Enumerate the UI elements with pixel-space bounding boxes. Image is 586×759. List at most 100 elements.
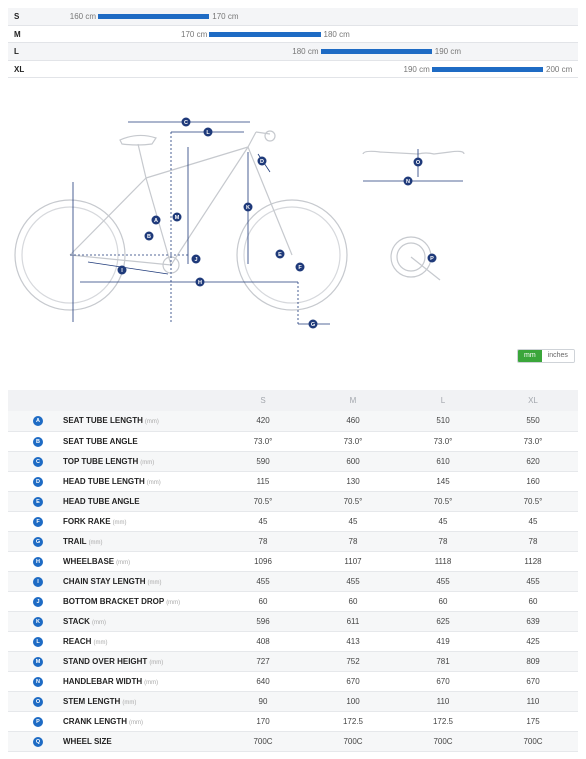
svg-text:C: C [184, 120, 188, 126]
value-cell: 78 [398, 531, 488, 552]
diagram-marker-j: J [191, 254, 201, 264]
row-letter-cell: K [8, 611, 63, 632]
row-letter-cell: O [8, 691, 63, 712]
measure-label: HEAD TUBE LENGTH [63, 476, 145, 486]
row-letter-cell: G [8, 531, 63, 552]
measure-unit: (mm) [88, 539, 103, 546]
unit-mm-button[interactable]: mm [518, 350, 542, 362]
measure-label-cell: FORK RAKE(mm) [63, 511, 218, 532]
row-letter-cell: N [8, 671, 63, 692]
value-cell: 115 [218, 471, 308, 492]
size-max-height: 200 cm [546, 64, 573, 74]
value-cell: 600 [308, 451, 398, 472]
measure-label: SEAT TUBE ANGLE [63, 436, 138, 446]
value-cell: 73.0° [218, 431, 308, 452]
size-label: M [14, 29, 21, 39]
measure-label: STACK [63, 616, 90, 626]
value-cell: 419 [398, 631, 488, 652]
letter-badge: G [33, 536, 43, 547]
header-letter [8, 390, 63, 411]
header-size-l: L [398, 390, 488, 411]
value-cell: 45 [218, 511, 308, 532]
row-letter-cell: I [8, 571, 63, 592]
value-cell: 110 [398, 691, 488, 712]
size-max-height: 180 cm [323, 29, 350, 39]
row-letter-cell: L [8, 631, 63, 652]
diagram-marker-h: H [195, 277, 205, 287]
letter-badge: M [33, 656, 43, 667]
value-cell: 670 [398, 671, 488, 692]
letter-badge: B [33, 436, 43, 447]
measure-label: FORK RAKE [63, 516, 111, 526]
letter-badge: H [33, 556, 43, 567]
value-cell: 60 [488, 591, 578, 612]
diagram-marker-e: E [275, 249, 285, 259]
row-letter-cell: Q [8, 731, 63, 752]
value-cell: 78 [488, 531, 578, 552]
measure-label: STEM LENGTH [63, 696, 121, 706]
letter-badge: P [33, 716, 43, 727]
measure-label: CHAIN STAY LENGTH [63, 576, 146, 586]
row-letter-cell: J [8, 591, 63, 612]
measure-label: HEAD TUBE ANGLE [63, 496, 140, 506]
size-max-height: 170 cm [212, 12, 239, 21]
value-cell: 727 [218, 651, 308, 672]
measure-label-cell: REACH(mm) [63, 631, 218, 652]
value-cell: 70.5° [308, 491, 398, 512]
measure-label-cell: CHAIN STAY LENGTH(mm) [63, 571, 218, 592]
value-cell: 73.0° [398, 431, 488, 452]
svg-text:D: D [260, 159, 264, 165]
measure-label-cell: SEAT TUBE LENGTH(mm) [63, 411, 218, 432]
measure-label-cell: TOP TUBE LENGTH(mm) [63, 451, 218, 472]
measure-label: HANDLEBAR WIDTH [63, 676, 143, 686]
value-cell: 1096 [218, 551, 308, 572]
value-cell: 172.5 [308, 711, 398, 732]
measure-unit: (mm) [166, 599, 181, 606]
diagram-marker-k: K [243, 202, 253, 212]
svg-text:K: K [246, 205, 250, 211]
value-cell: 160 [488, 471, 578, 492]
svg-text:F: F [298, 265, 302, 271]
header-size-s: S [218, 390, 308, 411]
unit-inches-button[interactable]: inches [541, 350, 574, 362]
size-label: XL [14, 64, 25, 74]
measure-label-cell: STEM LENGTH(mm) [63, 691, 218, 712]
letter-badge: F [33, 516, 43, 527]
letter-badge: K [33, 616, 43, 627]
value-cell: 60 [308, 591, 398, 612]
measure-unit: (mm) [116, 559, 131, 566]
measure-label-cell: HEAD TUBE LENGTH(mm) [63, 471, 218, 492]
letter-badge: D [33, 476, 43, 487]
value-cell: 639 [488, 611, 578, 632]
svg-text:P: P [430, 256, 434, 262]
measure-unit: (mm) [129, 719, 143, 726]
value-cell: 78 [308, 531, 398, 552]
svg-text:H: H [198, 280, 202, 286]
value-cell: 70.5° [218, 491, 308, 512]
size-range-bar [209, 31, 321, 37]
unit-toggle[interactable]: mm inches [517, 349, 575, 363]
value-cell: 170 [218, 711, 308, 732]
value-cell: 809 [488, 651, 578, 672]
measure-label-cell: STAND OVER HEIGHT(mm) [63, 651, 218, 672]
value-cell: 73.0° [488, 431, 578, 452]
measure-unit: (mm) [91, 619, 106, 626]
diagram-marker-n: N [403, 176, 413, 186]
value-cell: 130 [308, 471, 398, 492]
